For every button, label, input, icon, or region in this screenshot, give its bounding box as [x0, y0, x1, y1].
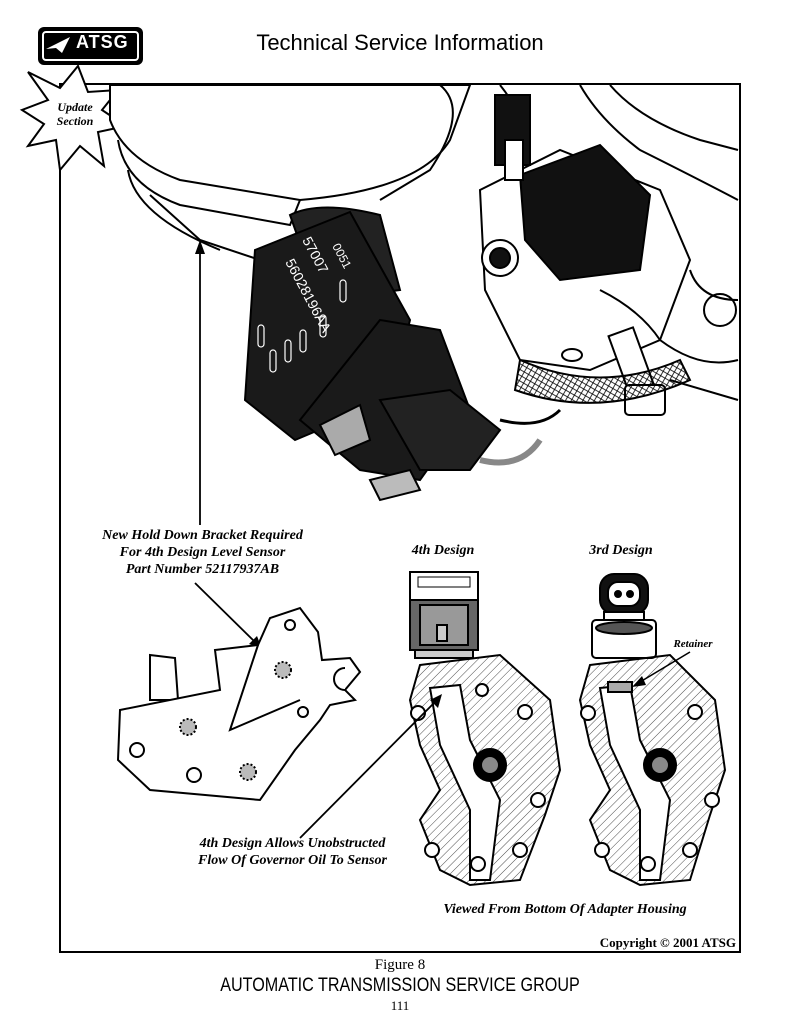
- viewed-from-label: Viewed From Bottom Of Adapter Housing: [443, 902, 687, 917]
- hold-down-bracket: [116, 606, 362, 802]
- page-number: 111: [390, 998, 410, 1013]
- fourth-design-adapter-housing: [408, 653, 562, 887]
- update-section-label: Update Section: [38, 100, 112, 128]
- governor-pressure-sensor: [243, 206, 502, 502]
- badge-line2: Section: [56, 114, 94, 128]
- logo-bird-icon: [46, 37, 70, 53]
- fourth-design-label: 4th Design: [411, 543, 475, 558]
- bracket-label-line1: New Hold Down Bracket Required: [102, 528, 303, 543]
- transmission-housing: [109, 84, 739, 401]
- badge-line1: Update: [57, 100, 93, 114]
- figure-caption: Figure 8: [374, 957, 426, 973]
- flow-arrow: [299, 694, 442, 839]
- footer-org: AUTOMATIC TRANSMISSION SERVICE GROUP: [220, 975, 580, 996]
- bracket-arrow: [194, 240, 262, 649]
- third-design-adapter-housing: [578, 653, 727, 887]
- bracket-label-line3: Part Number 52117937AB: [125, 562, 280, 577]
- page-title: Technical Service Information: [256, 30, 544, 55]
- flow-label-line2: Flow Of Governor Oil To Sensor: [198, 853, 387, 868]
- retainer-label: Retainer: [673, 638, 713, 650]
- copyright: Copyright © 2001 ATSG: [599, 935, 736, 950]
- atsg-logo: ATSG: [38, 27, 143, 65]
- bracket-label: New Hold Down Bracket Required For 4th D…: [85, 527, 320, 578]
- flow-label: 4th Design Allows Unobstructed Flow Of G…: [175, 835, 410, 869]
- bracket-label-line2: For 4th Design Level Sensor: [119, 545, 286, 560]
- sensor-bracket-assembly: [478, 94, 692, 466]
- fourth-design-sensor: [409, 571, 479, 659]
- third-design-sensor: [591, 573, 657, 659]
- third-design-label: 3rd Design: [589, 543, 653, 558]
- logo-text: ATSG: [76, 32, 129, 52]
- retainer-arrow: [632, 651, 691, 687]
- flow-label-line1: 4th Design Allows Unobstructed: [199, 836, 386, 851]
- update-section-badge: [19, 64, 129, 173]
